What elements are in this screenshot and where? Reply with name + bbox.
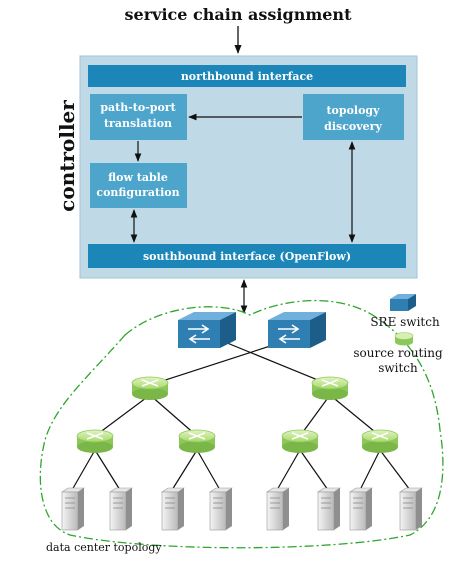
server-icon [399, 487, 423, 531]
flow-table-box [90, 163, 187, 208]
northbound-interface-label: northbound interface [181, 70, 313, 83]
server-icon [349, 487, 373, 531]
source-routing-switch-icon [281, 429, 319, 453]
network-boundary [39, 299, 444, 549]
diagram-title: service chain assignment [125, 5, 353, 24]
topology-discovery-box [303, 94, 404, 140]
source-routing-switch-icon [76, 429, 114, 453]
server-icon [209, 487, 233, 531]
legend-source-routing-label-1: source routing [353, 346, 443, 360]
source-routing-switch-icon [131, 376, 169, 400]
path-to-port-label-2: translation [104, 117, 172, 130]
northbound-interface-box [88, 65, 406, 87]
path-to-port-label-1: path-to-port [100, 101, 176, 114]
server-icon [317, 487, 341, 531]
legend-source-routing-icon [394, 332, 414, 346]
topology-discovery-label-2: discovery [324, 120, 382, 133]
source-routing-switch-icon [361, 429, 399, 453]
controller-label: controller [55, 100, 79, 212]
legend-source-routing-label-2: switch [378, 361, 418, 375]
server-icon [266, 487, 290, 531]
sre-switch-icon [268, 312, 326, 348]
server-icon [161, 487, 185, 531]
source-routing-switch-icon [178, 429, 216, 453]
southbound-interface-box [88, 244, 406, 268]
legend-sre-switch-label: SRE switch [370, 315, 440, 329]
path-to-port-box [90, 94, 187, 140]
topology-label: data center topology [46, 541, 162, 554]
sre-switch-icon [178, 312, 236, 348]
flow-table-label-2: configuration [96, 186, 179, 199]
flow-table-label-1: flow table [108, 171, 168, 184]
legend-sre-switch-icon [390, 294, 416, 311]
server-icon [109, 487, 133, 531]
network-links [71, 337, 411, 491]
topology-discovery-label-1: topology [326, 104, 380, 117]
source-routing-switch-icon [311, 376, 349, 400]
southbound-interface-label: southbound interface (OpenFlow) [143, 250, 351, 263]
server-icon [61, 487, 85, 531]
